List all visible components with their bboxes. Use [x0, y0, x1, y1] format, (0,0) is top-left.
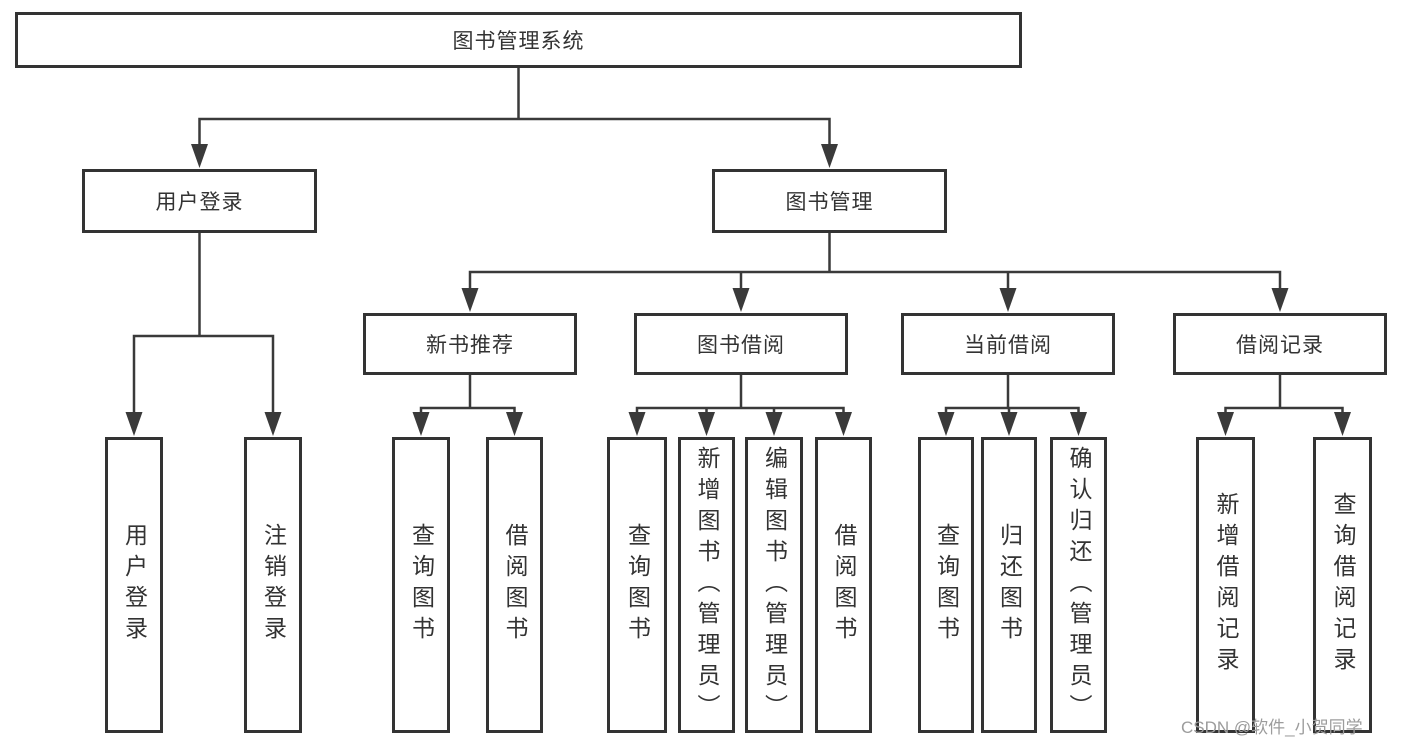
node-label: 用户登录	[155, 191, 244, 214]
arrowhead-down-icon	[191, 144, 208, 168]
node-b1: 查询图书	[392, 437, 450, 733]
arrowhead-down-icon	[999, 288, 1017, 312]
arrowhead-down-icon	[412, 412, 430, 436]
arrowhead-down-icon	[1217, 412, 1234, 436]
arrowhead-down-icon	[264, 412, 282, 436]
arrowhead-down-icon	[698, 412, 715, 436]
node-mgmt: 图书管理	[712, 169, 947, 233]
connector-path	[132, 66, 1344, 417]
node-label: 新增图书（管理员）	[694, 445, 720, 725]
node-newbook: 新书推荐	[363, 313, 577, 375]
arrowhead-down-icon	[765, 412, 783, 436]
node-label: 查询图书	[933, 523, 960, 647]
node-label: 图书管理系统	[452, 30, 585, 53]
node-e2: 查询借阅记录	[1313, 437, 1372, 733]
arrowhead-down-icon	[125, 412, 143, 436]
node-a1: 用户登录	[105, 437, 163, 733]
node-label: 注销登录	[260, 523, 287, 647]
arrowhead-down-icon	[835, 412, 852, 436]
arrowhead-down-icon	[628, 412, 646, 436]
node-d2: 归还图书	[981, 437, 1037, 733]
node-root: 图书管理系统	[15, 12, 1022, 68]
node-d3: 确认归还（管理员）	[1050, 437, 1107, 733]
node-label: 图书借阅	[697, 334, 785, 357]
node-d1: 查询图书	[918, 437, 974, 733]
node-label: 借阅记录	[1236, 334, 1324, 357]
node-label: 当前借阅	[964, 334, 1052, 357]
node-e1: 新增借阅记录	[1196, 437, 1255, 733]
arrowhead-down-icon	[732, 288, 750, 312]
node-c2: 新增图书（管理员）	[678, 437, 735, 733]
node-label: 用户登录	[121, 523, 148, 647]
node-label: 查询图书	[408, 523, 435, 647]
node-current: 当前借阅	[901, 313, 1115, 375]
arrowhead-down-icon	[461, 288, 479, 312]
node-borrow: 图书借阅	[634, 313, 848, 375]
arrowhead-down-icon	[506, 412, 523, 436]
arrowhead-down-icon	[1070, 412, 1087, 436]
arrowhead-down-icon	[1334, 412, 1351, 436]
node-label: 借阅图书	[502, 523, 528, 647]
node-label: 图书管理	[785, 191, 874, 214]
node-c1: 查询图书	[607, 437, 667, 733]
arrowhead-down-icon	[821, 144, 838, 168]
node-login: 用户登录	[82, 169, 317, 233]
node-label: 新增借阅记录	[1213, 492, 1239, 678]
node-a2: 注销登录	[244, 437, 302, 733]
arrowhead-down-icon	[937, 412, 955, 436]
node-label: 新书推荐	[426, 334, 514, 357]
node-label: 编辑图书（管理员）	[761, 445, 788, 725]
node-records: 借阅记录	[1173, 313, 1387, 375]
node-label: 查询借阅记录	[1330, 492, 1356, 678]
node-c3: 编辑图书（管理员）	[745, 437, 803, 733]
node-label: 查询图书	[624, 523, 651, 647]
arrowhead-down-icon	[1271, 288, 1289, 312]
node-label: 归还图书	[996, 523, 1023, 647]
node-c4: 借阅图书	[815, 437, 872, 733]
node-b2: 借阅图书	[486, 437, 543, 733]
node-label: 确认归还（管理员）	[1066, 445, 1092, 725]
watermark: CSDN @软件_小贺同学	[1181, 718, 1363, 737]
arrowhead-down-icon	[1000, 412, 1018, 436]
node-label: 借阅图书	[831, 523, 857, 647]
